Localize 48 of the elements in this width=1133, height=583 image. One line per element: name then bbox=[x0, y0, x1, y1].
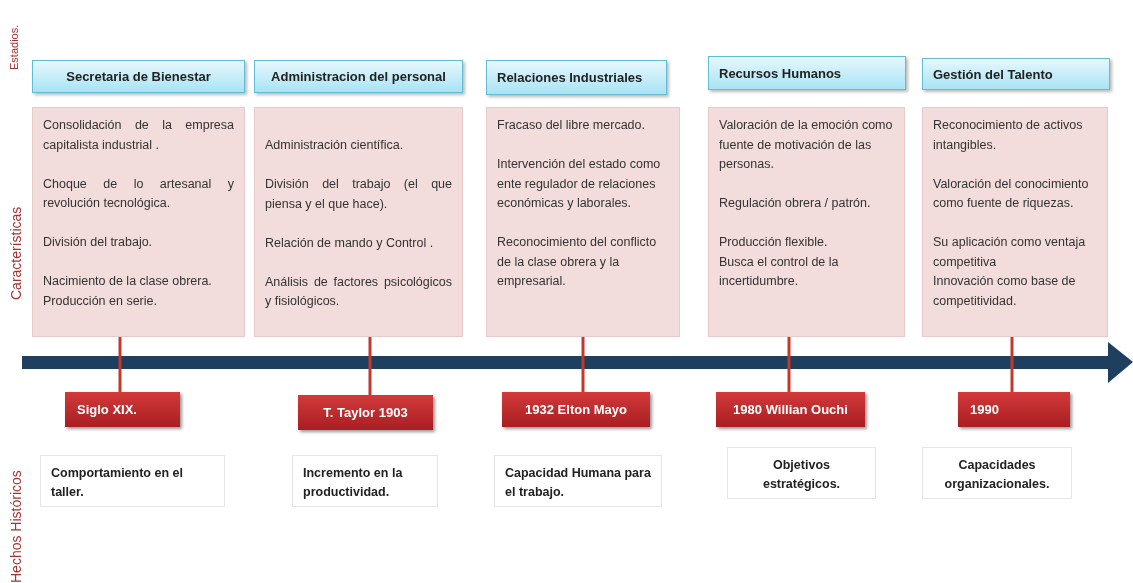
characteristic-text: División del trabajo. bbox=[43, 234, 154, 251]
characteristic-text: Análisis de factores psicológicos y fisiológicos. bbox=[265, 273, 452, 310]
stage-box: Recursos Humanos bbox=[708, 56, 906, 90]
fact-box: Capacidades organizacionales. bbox=[922, 447, 1072, 499]
fact-box: Objetivos estratégicos. bbox=[727, 447, 876, 499]
characteristic-text: Valoración del conocimiento como fuente de riquezas. bbox=[933, 175, 1090, 212]
row-label: Hechos Históricos bbox=[8, 470, 24, 583]
characteristic-text: Reconocimiento de activos intangibles. bbox=[933, 117, 1084, 154]
characteristic-text: Relación de mando y Control . bbox=[265, 234, 435, 252]
connector-line bbox=[118, 337, 122, 392]
date-box: T. Taylor 1903 bbox=[298, 395, 433, 430]
characteristic-text: Producción flexible. bbox=[719, 234, 829, 251]
date-box: 1980 Willian Ouchi bbox=[716, 392, 865, 427]
characteristics-box bbox=[922, 107, 1108, 337]
stage-box: Secretaria de Bienestar bbox=[32, 60, 245, 93]
connector-line bbox=[368, 337, 372, 395]
characteristic-text: Consolidación de la empresa capitalista industrial . bbox=[43, 117, 234, 154]
characteristics-box bbox=[32, 107, 245, 337]
row-label: Estadios. bbox=[8, 24, 20, 70]
characteristic-text: Nacimiento de la clase obrera. bbox=[43, 273, 213, 290]
date-box: 1990 bbox=[958, 392, 1070, 427]
date-box: 1932 Elton Mayo bbox=[502, 392, 650, 427]
characteristic-text: Producción en serie. bbox=[43, 292, 158, 310]
characteristics-box bbox=[486, 107, 680, 337]
characteristics-box bbox=[254, 107, 463, 337]
fact-box: Comportamiento en el taller. bbox=[40, 455, 225, 507]
characteristic-text: Busca el control de la incertidumbre. bbox=[719, 253, 840, 290]
characteristic-text: Fracaso del libre mercado. bbox=[497, 117, 646, 134]
fact-box: Incremento en la productividad. bbox=[292, 455, 438, 507]
stage-box: Gestión del Talento bbox=[922, 58, 1110, 90]
characteristic-text: Reconocimiento del conflicto de la clase obrera y la empresarial. bbox=[497, 234, 658, 290]
characteristic-text: Innovación como base de competitividad. bbox=[933, 273, 1077, 310]
characteristic-text: Intervención del estado como ente regulador de relaciones económicas y laborales. bbox=[497, 156, 662, 212]
connector-line bbox=[1010, 337, 1014, 392]
characteristic-text: División del trabajo (el que piensa y el que hace). bbox=[265, 176, 452, 213]
fact-box: Capacidad Humana para el trabajo. bbox=[494, 455, 662, 507]
characteristic-text: Administración científica. bbox=[265, 137, 405, 154]
characteristic-text: Regulación obrera / patrón. bbox=[719, 195, 872, 212]
characteristic-text: Valoración de la emoción como fuente de motivación de las personas. bbox=[719, 117, 894, 173]
stage-box: Relaciones Industriales bbox=[486, 60, 667, 95]
characteristics-box bbox=[708, 107, 905, 337]
row-label: Características bbox=[8, 206, 24, 300]
characteristic-text: Choque de lo artesanal y revolución tecnológica. bbox=[43, 175, 234, 212]
date-box: Siglo XIX. bbox=[65, 392, 180, 427]
stage-box: Administracion del personal bbox=[254, 60, 463, 93]
connector-line bbox=[581, 337, 585, 392]
connector-line bbox=[787, 337, 791, 392]
characteristic-text: Su aplicación como ventaja competitiva bbox=[933, 234, 1087, 271]
